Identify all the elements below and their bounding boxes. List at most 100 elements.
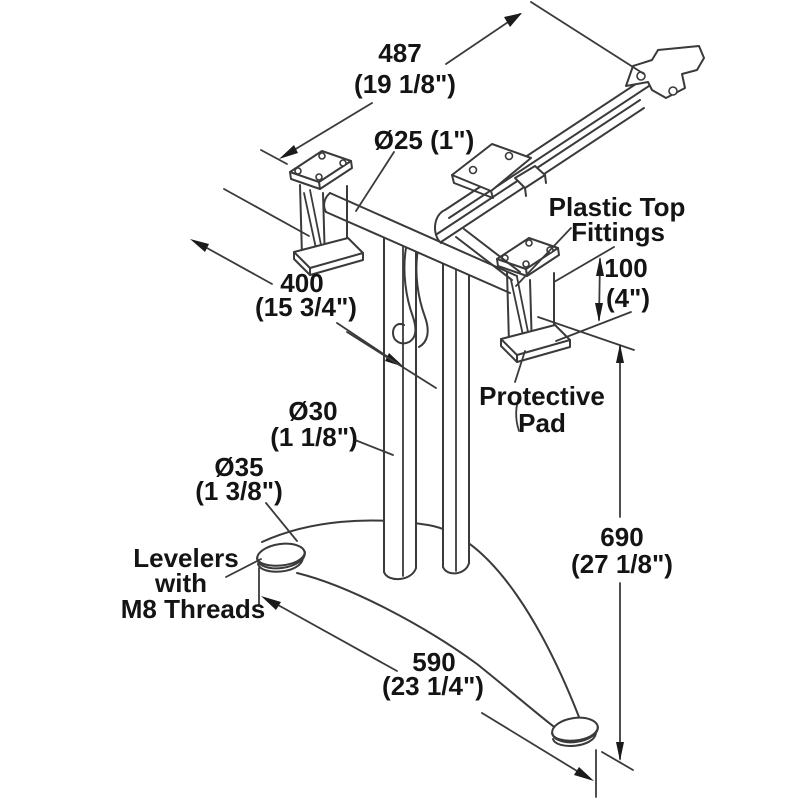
dim-400-arrowhead-right-icon (385, 353, 404, 367)
arm-end-plate (625, 45, 705, 99)
arm-strut-edge2 (463, 228, 521, 273)
leg-tube-front-body (384, 236, 416, 580)
leg-tube-rear (442, 261, 470, 575)
dim-690-metric-label: 690 (600, 522, 643, 552)
leg-diameter-metric-label: Ø30 (288, 396, 337, 426)
crossbar-body (326, 193, 517, 293)
fitting-right-brace1 (510, 279, 525, 341)
dim-400-line-right (336, 322, 389, 358)
release-lever-inner (415, 248, 429, 348)
fitting-left-brace2 (309, 189, 323, 251)
fitting-right-brace2 (516, 276, 530, 338)
dim-487-extension-left (223, 188, 310, 237)
dim-590-line-left (277, 604, 398, 672)
foot-right-rim2 (552, 732, 597, 747)
arm-mount-plate-hole (504, 151, 514, 161)
foot-right-rim1 (551, 726, 599, 742)
arm-rail2-top (436, 99, 641, 235)
text-labels: 487 (19 1/8") Ø25 (1") Plastic Top Fitti… (121, 38, 686, 701)
leg-diameter-imperial-label: (1 1/8") (270, 422, 357, 452)
crossbar-diameter-label: Ø25 (1") (374, 125, 474, 155)
dim-590-arrowhead-right-icon (574, 767, 594, 781)
arm-hinge-tick1 (524, 187, 527, 197)
leader-leg-diameter (354, 439, 394, 456)
base-diameter-imperial-label: (1 3/8") (195, 476, 282, 506)
folding-bracket-arm (434, 45, 705, 281)
dim-100-imperial-label: (4") (606, 283, 650, 313)
leveler-foot-left (256, 542, 306, 573)
dim-487-line-left (293, 102, 373, 151)
fitting-left-plate-corner (318, 181, 321, 190)
foot-left-top (256, 542, 306, 570)
dim-487-arrowhead-right-icon (504, 13, 522, 27)
fitting-right-edge1 (506, 271, 510, 344)
leveler-foot-right (551, 716, 599, 747)
screw-hole (525, 239, 533, 247)
dim-690-arrowhead-up-icon (616, 344, 624, 363)
dimension-annotations (190, 1, 645, 798)
dimension-487 (223, 1, 645, 237)
dim-400-arrowhead-left-icon (190, 239, 209, 252)
dim-100-extension-bottom (555, 311, 632, 342)
base-beam (261, 519, 580, 730)
leader-plastic-top-fittings (515, 227, 572, 287)
leg-tube-front-cap (383, 567, 417, 580)
dimension-690 (537, 316, 635, 771)
protective-pad-label-line2: Pad (518, 408, 566, 438)
base-beam-top-edge (261, 519, 580, 718)
screw-hole (315, 173, 323, 181)
dim-487-tick-left (260, 149, 288, 165)
leader-crossbar-diameter (355, 151, 395, 212)
dim-590-line-right (481, 712, 578, 772)
arm-strut-edge1 (455, 236, 513, 281)
dim-590-metric-label: 590 (412, 647, 455, 677)
dimension-100 (553, 246, 632, 342)
arm-mount-plate-hole (468, 165, 478, 175)
dim-690-arrowhead-down-icon (616, 742, 624, 761)
dimension-590 (258, 567, 597, 798)
fitting-left-brace1 (303, 192, 318, 254)
plastic-top-fittings-label-line2: Fittings (571, 217, 665, 247)
dim-690-extension-top (537, 316, 635, 351)
arm-rail1-bottom (448, 83, 653, 219)
dim-100-arrowhead-down-icon (595, 303, 603, 322)
leader-protective-pad (514, 350, 526, 383)
dim-690-tick-bottom (601, 751, 634, 771)
leg-tube-front (383, 235, 417, 580)
base-beam-bottom-edge (296, 572, 558, 730)
dim-487-arrowhead-left-icon (279, 145, 298, 159)
crossbar-bottom-edge (325, 211, 511, 294)
leader-base-diameter (265, 502, 298, 542)
foot-left-rim2 (257, 557, 304, 573)
screw-hole (339, 159, 347, 167)
release-lever (392, 247, 429, 348)
dim-100-metric-label: 100 (604, 253, 647, 283)
dim-100-extension-top (553, 246, 615, 283)
dimension-400 (190, 239, 437, 389)
release-lever-outer (392, 247, 417, 345)
fitting-left-edge1 (299, 184, 303, 257)
screw-hole (522, 260, 530, 268)
screw-hole (294, 167, 302, 175)
arm-mount-plate-side (451, 174, 494, 199)
crossbar-top-edge (329, 192, 518, 277)
dim-400-line-left (206, 247, 273, 285)
dim-487-extension-right (530, 1, 645, 75)
dim-590-arrowhead-left-icon (261, 596, 281, 610)
base-diameter-metric-label: Ø35 (214, 452, 263, 482)
levelers-label-line1: Levelers (133, 543, 239, 573)
dim-590-imperial-label: (23 1/4") (382, 671, 484, 701)
fitting-right-rear-arc (515, 393, 521, 432)
dim-400-imperial-label: (15 3/4") (255, 292, 357, 322)
top-fitting-left (289, 150, 364, 276)
leader-lines (225, 151, 572, 578)
dim-487-imperial-label: (19 1/8") (354, 69, 456, 99)
dim-400-metric-label: 400 (280, 268, 323, 298)
dim-487-metric-label: 487 (378, 38, 421, 68)
leg-frame-illustration (256, 45, 705, 747)
screw-hole (318, 152, 326, 160)
dim-100-arrowhead-up-icon (596, 257, 604, 276)
protective-pad-label-line1: Protective (479, 381, 605, 411)
